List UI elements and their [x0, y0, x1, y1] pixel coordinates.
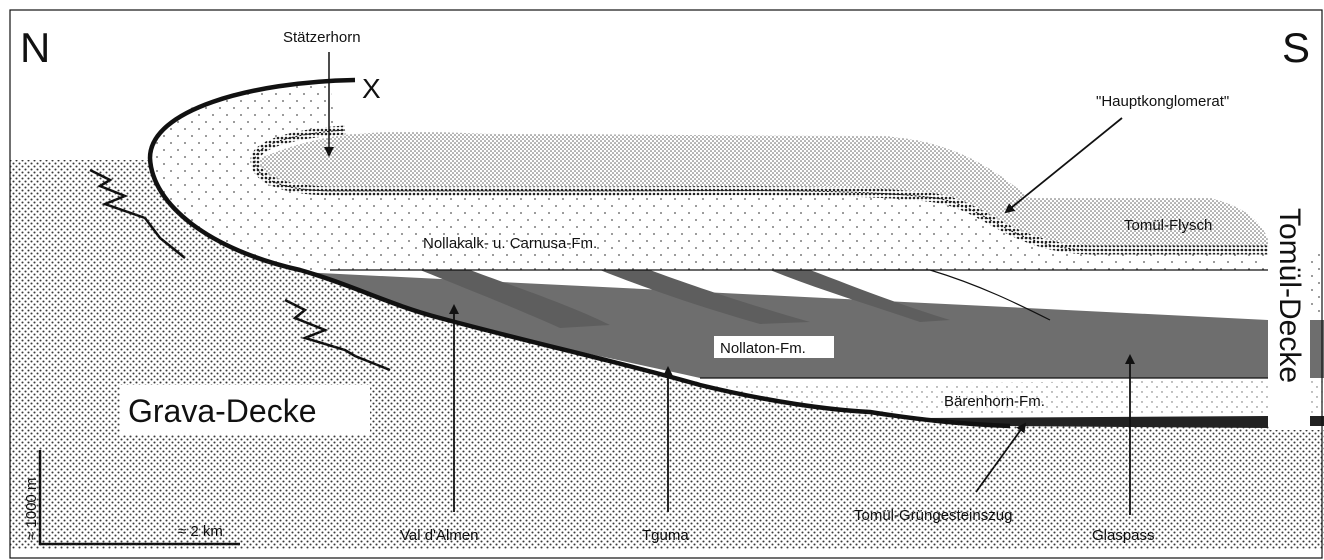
- south-label: S: [1282, 24, 1310, 71]
- wedge-4: [850, 269, 1051, 321]
- arrow-hauptkonglomerat: [1004, 117, 1123, 214]
- arrow-gruengestein: [975, 422, 1027, 493]
- fold-squiggle-1: [89, 168, 186, 259]
- baerenhorn-unit: [700, 380, 1268, 416]
- scale-horizontal-label: ≈ 2 km: [178, 523, 223, 540]
- x-marker-label: X: [362, 73, 381, 104]
- tomuel-flysch-label: Tomül-Flysch: [1124, 217, 1212, 234]
- grava-decke-label: Grava-Decke: [128, 393, 317, 429]
- north-label: N: [20, 24, 50, 71]
- wedge-3: [770, 270, 950, 322]
- tomuel-right-block2: [1310, 380, 1324, 416]
- thrust-line: [147, 77, 1011, 429]
- gruengestein-label: Tomül-Grüngesteinszug: [854, 507, 1012, 524]
- tomuel-decke-label: Tomül-Decke: [1273, 208, 1306, 383]
- nollaton-label-bg: [714, 336, 834, 358]
- hauptkonglomerat-outline: [254, 129, 1268, 251]
- val-dalmen-label: Val d'Almen: [400, 527, 478, 544]
- nollaton-label: Nollaton-Fm.: [720, 340, 806, 357]
- tguma-label: Tguma: [642, 527, 689, 544]
- wedge-1: [420, 270, 610, 328]
- tomuel-decke-label-bg: [1272, 205, 1308, 420]
- wedge-2: [600, 270, 810, 324]
- staetzerhorn-label: Stätzerhorn: [283, 29, 361, 46]
- glaspass-label: Glaspass: [1092, 527, 1155, 544]
- gruengestein-band-right: [1310, 416, 1324, 426]
- scale-vertical-label: ≈ 1000 m: [23, 478, 40, 540]
- scale-bar: [38, 450, 240, 546]
- fold-squiggle-2: [284, 298, 391, 372]
- tomuel-right-block: [1310, 250, 1324, 316]
- frame: [9, 9, 1323, 559]
- grava-decke-unit: [10, 160, 1324, 549]
- nollaton-right-block: [1310, 320, 1324, 378]
- tomuel-flysch-unit: [255, 132, 1268, 258]
- baerenhorn-label: Bärenhorn-Fm.: [944, 393, 1045, 410]
- nollakalk-label: Nollakalk- u. Carnusa-Fm.: [423, 235, 597, 252]
- hauptkonglomerat-label: "Hauptkonglomerat": [1096, 93, 1229, 110]
- grava-label-bg: [120, 385, 370, 435]
